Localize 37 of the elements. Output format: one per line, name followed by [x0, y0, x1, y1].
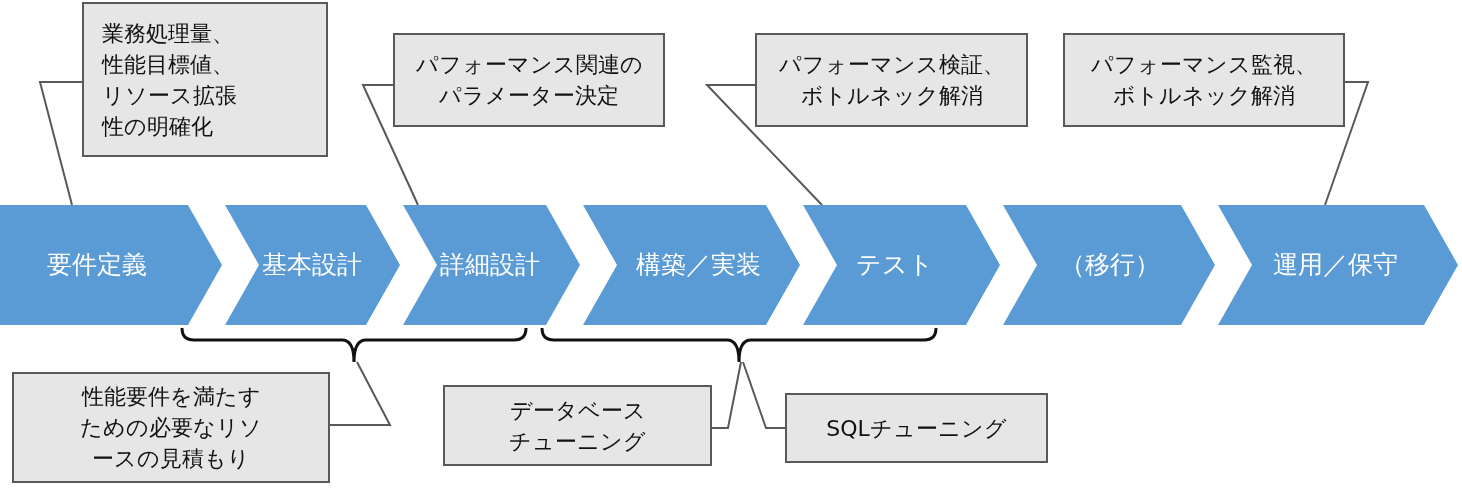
process-step	[1218, 205, 1458, 325]
leader-line	[711, 361, 742, 429]
callout-text: パフォーマンス検証、ボトルネック解消	[777, 51, 1006, 110]
step-label: 詳細設計	[440, 249, 540, 281]
callout-box	[785, 393, 1048, 463]
leader-line	[361, 84, 419, 206]
callout-text: 性能要件を満たすための必要なリソースの見積もり	[79, 383, 263, 473]
callout-box	[82, 2, 328, 157]
leader-line	[704, 84, 823, 206]
process-step	[803, 205, 1000, 325]
curly-brace	[540, 328, 938, 362]
step-label: 基本設計	[262, 249, 362, 281]
curly-brace	[180, 328, 528, 362]
callout-box	[443, 385, 712, 466]
process-step	[403, 205, 580, 325]
process-step	[225, 205, 400, 325]
leader-line	[38, 81, 83, 206]
leader-line	[329, 361, 392, 426]
step-label: 要件定義	[47, 249, 147, 281]
step-label: 運用／保守	[1272, 249, 1398, 281]
callout-box	[12, 372, 330, 483]
callout-text: 業務処理量、性能目標値、リソース拡張性の明確化	[102, 19, 238, 141]
leader-line	[1324, 81, 1370, 206]
callout-text: パフォーマンス監視、ボトルネック解消	[1090, 51, 1318, 110]
leader-line	[742, 361, 786, 429]
process-step	[0, 205, 222, 325]
callout-text: データベースチューニング	[508, 396, 647, 456]
callout-box	[1063, 33, 1345, 127]
callout-box	[393, 33, 665, 127]
callout-text: パフォーマンス関連のパラメーター決定	[414, 51, 644, 110]
step-label: 構築／実装	[635, 249, 761, 281]
step-label: テスト	[856, 249, 934, 281]
step-label: （移行）	[1060, 249, 1160, 281]
process-step	[583, 205, 800, 325]
callout-box	[755, 33, 1028, 127]
callout-text: SQLチューニング	[825, 414, 1008, 443]
process-step	[1003, 205, 1215, 325]
